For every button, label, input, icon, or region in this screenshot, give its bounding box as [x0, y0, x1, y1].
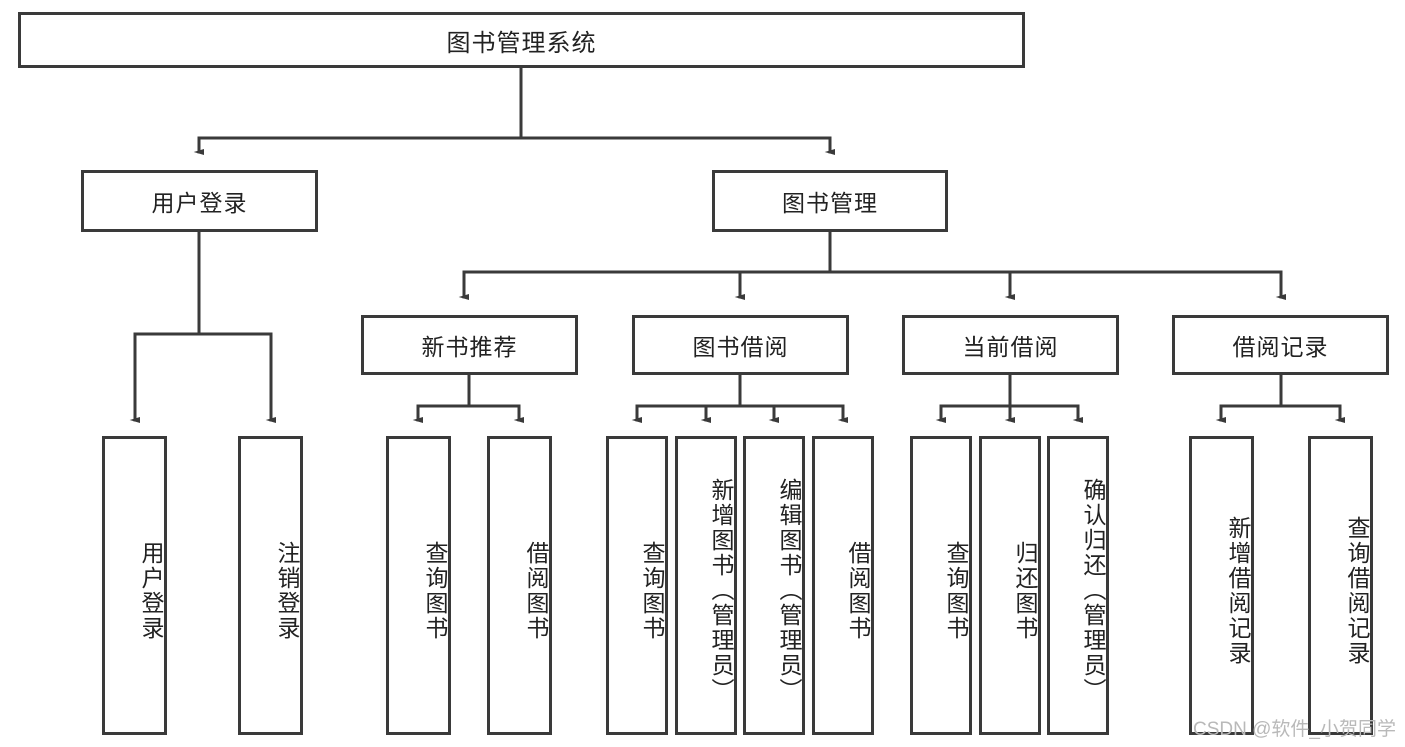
- csdn-watermark: CSDN @软件_小贺同学: [1193, 719, 1396, 740]
- node-label: 图书借阅: [692, 334, 789, 360]
- node-label: 新增借阅记录: [1225, 515, 1251, 666]
- node-current-borrow[interactable]: 当前借阅: [902, 315, 1119, 375]
- node-label: 用户登录: [151, 190, 248, 216]
- node-label: 查询图书: [639, 540, 665, 641]
- node-leaf-confirm-return-admin[interactable]: 确认归还（管理员）: [1047, 436, 1109, 735]
- node-leaf-edit-book-admin[interactable]: 编辑图书（管理员）: [743, 436, 805, 735]
- node-label: 借阅图书: [845, 540, 871, 641]
- node-label: 编辑图书（管理员）: [776, 478, 802, 703]
- node-label: 用户登录: [138, 540, 164, 641]
- node-leaf-query-book-recommend[interactable]: 查询图书: [386, 436, 451, 735]
- node-label: 图书管理系统: [446, 29, 597, 57]
- node-user-login[interactable]: 用户登录: [81, 170, 318, 232]
- node-label: 注销登录: [274, 540, 300, 641]
- node-leaf-borrow-book-recommend[interactable]: 借阅图书: [487, 436, 552, 735]
- node-label: 图书管理: [782, 190, 878, 216]
- node-leaf-query-book-current[interactable]: 查询图书: [910, 436, 972, 735]
- node-leaf-logout[interactable]: 注销登录: [238, 436, 303, 735]
- node-new-book-recommend[interactable]: 新书推荐: [361, 315, 578, 375]
- node-leaf-query-borrow-record[interactable]: 查询借阅记录: [1308, 436, 1373, 735]
- node-label: 新增图书（管理员）: [708, 478, 734, 703]
- node-label: 借阅图书: [523, 540, 549, 641]
- node-book-borrow[interactable]: 图书借阅: [632, 315, 849, 375]
- node-label: 借阅记录: [1232, 334, 1329, 360]
- node-leaf-return-book[interactable]: 归还图书: [979, 436, 1041, 735]
- node-root-book-management-system[interactable]: 图书管理系统: [18, 12, 1025, 68]
- node-label: 当前借阅: [962, 334, 1059, 360]
- node-label: 查询图书: [422, 540, 448, 641]
- node-leaf-borrow-book[interactable]: 借阅图书: [812, 436, 874, 735]
- node-label: 新书推荐: [421, 334, 518, 360]
- node-book-management[interactable]: 图书管理: [712, 170, 948, 232]
- node-label: 查询图书: [943, 540, 969, 641]
- node-label: 查询借阅记录: [1344, 515, 1370, 666]
- node-leaf-add-book-admin[interactable]: 新增图书（管理员）: [675, 436, 737, 735]
- node-borrow-record[interactable]: 借阅记录: [1172, 315, 1389, 375]
- node-label: 归还图书: [1012, 540, 1038, 641]
- node-leaf-add-borrow-record[interactable]: 新增借阅记录: [1189, 436, 1254, 735]
- node-label: 确认归还（管理员）: [1080, 478, 1106, 703]
- node-leaf-user-login[interactable]: 用户登录: [102, 436, 167, 735]
- node-leaf-query-book-borrow[interactable]: 查询图书: [606, 436, 668, 735]
